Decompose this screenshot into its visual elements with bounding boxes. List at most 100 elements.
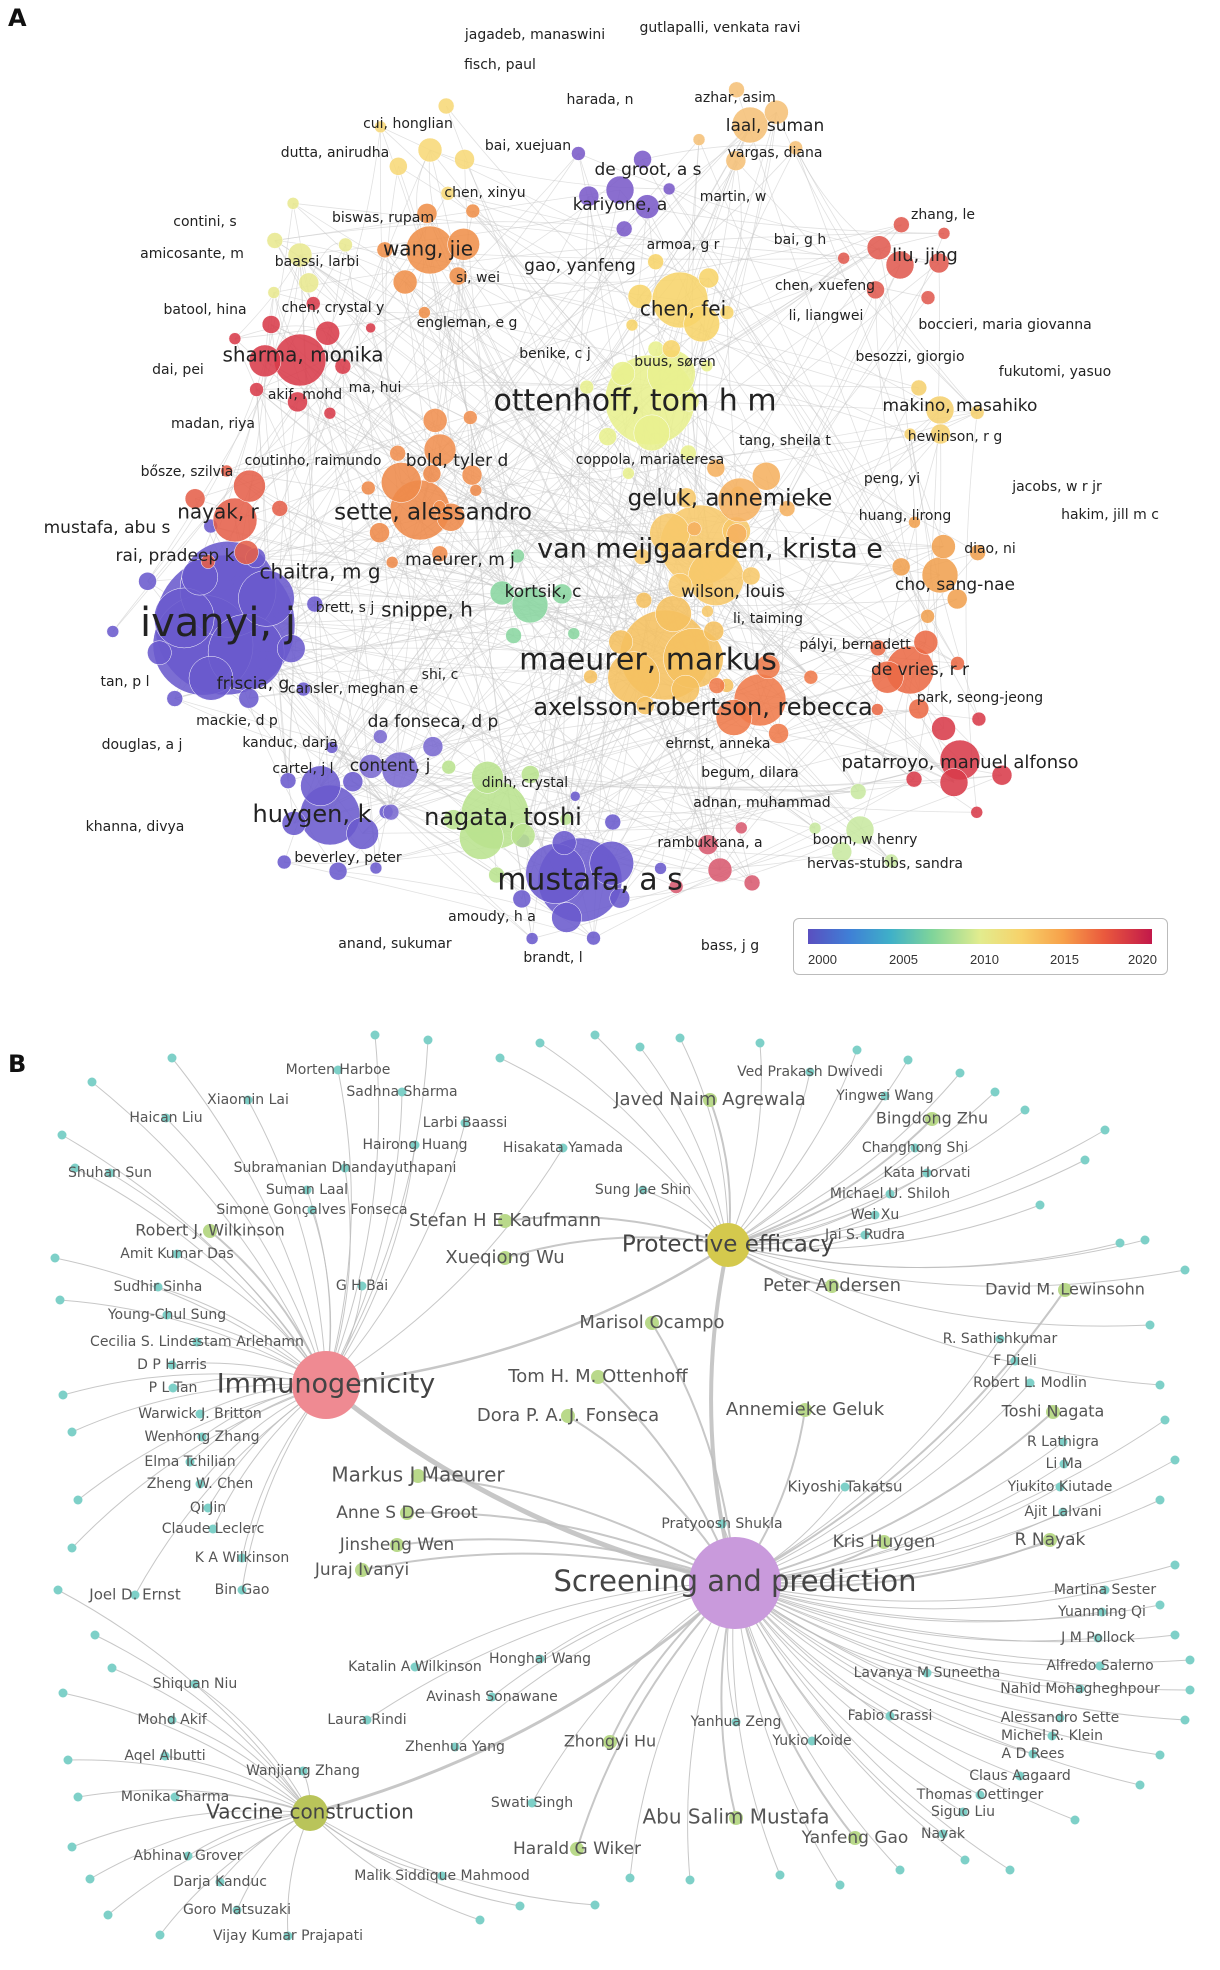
network-edge [367, 487, 613, 864]
topic-edge [734, 1582, 1106, 1610]
topic-edge [727, 1239, 1146, 1269]
topic-edge [734, 1582, 1076, 1821]
author-node [1180, 1715, 1190, 1725]
author-node [678, 390, 700, 412]
author-node [505, 627, 522, 644]
network-edge [736, 433, 941, 532]
author-node [1145, 1320, 1155, 1330]
author-node [970, 806, 983, 819]
author-label: madan, riya [171, 416, 255, 432]
author-node [382, 803, 400, 821]
author-label: beverley, peter [294, 850, 401, 866]
author-label: Wenhong Zhang [145, 1429, 260, 1445]
network-edge [639, 147, 796, 297]
author-label: huygen, k [253, 800, 372, 828]
topic-edge [734, 1582, 1053, 1737]
author-node [340, 1163, 350, 1173]
author-node [866, 235, 892, 260]
ivanyi-cluster [106, 518, 324, 709]
author-node [910, 379, 928, 397]
author-node [315, 321, 340, 346]
author-node [590, 1900, 600, 1910]
network-edge [464, 159, 531, 606]
topic-edge [309, 1812, 521, 1907]
author-node [166, 690, 184, 707]
network-edge [255, 411, 978, 559]
author-node [238, 687, 260, 709]
author-node [495, 1053, 505, 1063]
author-label: Sudhir Sinha [114, 1279, 203, 1295]
author-label: Bin Gao [215, 1582, 270, 1598]
author-label: van meijgaarden, krista e [537, 534, 883, 565]
author-node [203, 1503, 213, 1513]
topic-edge [325, 1122, 466, 1386]
author-node [610, 361, 636, 386]
author-label: wilson, louis [681, 582, 785, 602]
network-edge [649, 399, 978, 553]
network-edge [279, 508, 563, 595]
author-node [390, 1538, 404, 1552]
author-node [1028, 1749, 1038, 1759]
author-node [638, 1185, 648, 1195]
author-node [487, 1692, 497, 1702]
topic-edge [727, 1049, 858, 1246]
author-node [450, 1742, 460, 1752]
author-label: Changhong Shi [862, 1140, 968, 1156]
author-node [552, 830, 577, 855]
topic-edge [59, 1299, 327, 1386]
topic-edge [727, 1159, 1086, 1246]
author-label: brandt, l [523, 950, 582, 966]
author-node [325, 741, 339, 754]
network-edge [274, 221, 625, 241]
baassi-cluster [266, 197, 353, 299]
network-edge [270, 324, 294, 781]
author-label: dinh, crystal [482, 775, 568, 791]
rambukkana-cluster [668, 821, 761, 894]
author-node [416, 203, 438, 224]
author-label: bai, xuejuan [485, 138, 571, 154]
network-edge [380, 126, 514, 636]
author-node [1100, 1585, 1110, 1595]
author-node [551, 583, 573, 605]
network-edge [642, 159, 915, 523]
author-node [583, 669, 598, 684]
author-node [208, 1524, 218, 1534]
topic-edge [734, 1582, 1099, 1642]
author-label: anand, sukumar [338, 936, 452, 952]
author-label: ivanyi, j [140, 600, 296, 646]
network-edge [426, 213, 709, 845]
topic-edge [236, 1812, 311, 1911]
network-edge [707, 387, 920, 845]
topic-edge [61, 1134, 327, 1386]
author-node [385, 556, 399, 569]
author-node [755, 1038, 765, 1048]
makino-cluster [903, 379, 985, 445]
author-node [1185, 1655, 1195, 1665]
author-node [788, 140, 803, 156]
author-label: engleman, e g [417, 315, 518, 331]
author-label: ehrnst, anneka [666, 736, 771, 752]
network-edge [299, 254, 331, 816]
author-node [715, 699, 753, 736]
author-node [700, 359, 714, 373]
author-label: content, j [350, 756, 431, 776]
author-node [197, 1432, 207, 1442]
topic-edge [727, 1244, 1161, 1386]
author-label: Thomas Oettinger [916, 1787, 1044, 1803]
author-label: Morten Harboe [286, 1062, 391, 1078]
author-label: Alessandro Sette [1001, 1710, 1120, 1726]
author-node [960, 1855, 970, 1865]
patarroyo-cluster [905, 711, 1013, 819]
author-node [571, 146, 586, 161]
author-node [922, 1668, 932, 1678]
author-label: Zheng W. Chen [147, 1476, 254, 1492]
author-node [625, 1873, 635, 1883]
author-node [422, 408, 448, 433]
topic-edge [247, 1099, 327, 1386]
author-node [167, 1715, 177, 1725]
author-label: Suman Laal [266, 1182, 348, 1198]
network-edge [795, 147, 944, 547]
ottenhoff-cluster [579, 340, 714, 480]
topic-edge [91, 1081, 327, 1386]
author-node [287, 242, 313, 268]
